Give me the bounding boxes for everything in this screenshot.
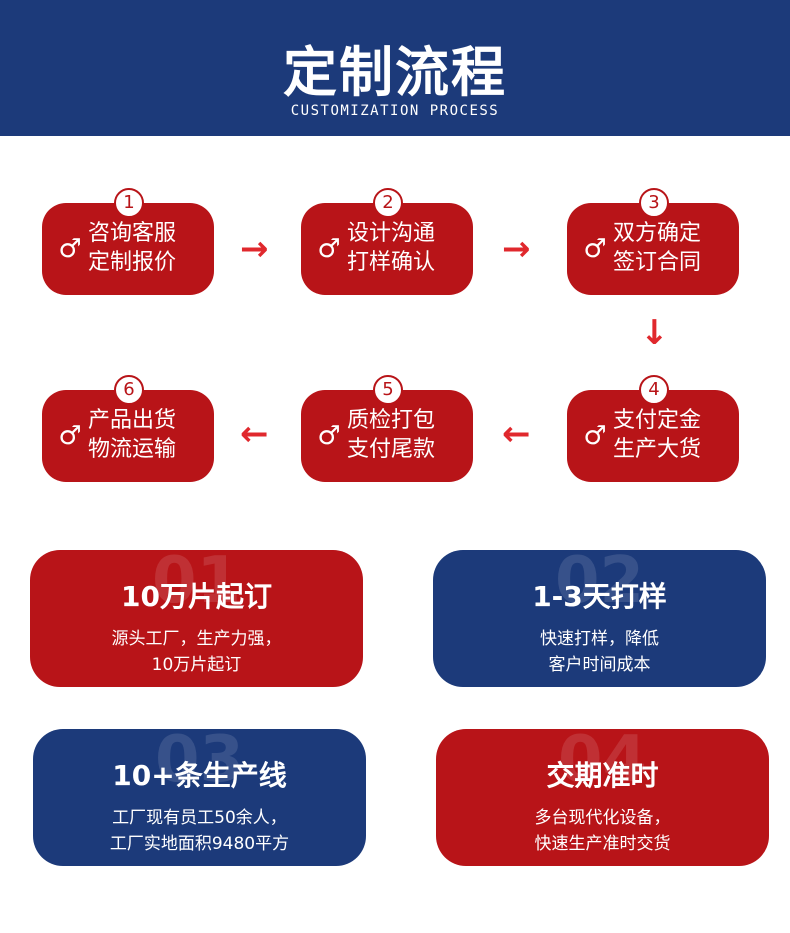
header-banner: 定制流程 CUSTOMIZATION PROCESS (0, 0, 790, 136)
card-desc-line-2: 10万片起订 (151, 655, 242, 675)
card-bg-number: 03 (154, 729, 245, 797)
arrow-right-icon: → (502, 229, 531, 269)
step-line-1: 质检打包 (347, 408, 436, 433)
card-bg-number: 01 (151, 550, 242, 618)
feature-card-2: 02 1-3天打样 快速打样，降低 客户时间成本 (433, 550, 766, 687)
card-desc-line-2: 客户时间成本 (548, 655, 651, 675)
step-number-badge: 1 (114, 188, 144, 218)
step-line-1: 支付定金 (613, 408, 702, 433)
male-symbol-icon: ♂ (58, 421, 82, 451)
arrow-left-icon: ← (240, 414, 269, 454)
step-number-badge: 2 (373, 188, 403, 218)
page-title: 定制流程 (283, 41, 507, 104)
step-number-badge: 4 (639, 375, 669, 405)
step-number-badge: 3 (639, 188, 669, 218)
male-symbol-icon: ♂ (58, 234, 82, 264)
card-title: 1-3天打样 (532, 580, 667, 613)
male-symbol-icon: ♂ (583, 421, 607, 451)
process-step-5: 5 ♂ 质检打包 支付尾款 (301, 375, 473, 482)
card-desc-line-1: 多台现代化设备， (534, 808, 671, 828)
process-step-3: 3 ♂ 双方确定 签订合同 (567, 188, 739, 295)
card-desc-line-1: 工厂现有员工50余人， (112, 808, 287, 828)
card-bg-number: 04 (557, 729, 648, 797)
step-line-2: 定制报价 (88, 250, 177, 275)
arrow-down-icon: ↓ (640, 313, 669, 353)
card-desc-line-1: 源头工厂，生产力强， (111, 629, 282, 649)
step-line-1: 设计沟通 (347, 221, 436, 246)
card-desc-line-2: 快速生产准时交货 (534, 834, 671, 854)
card-title: 10+条生产线 (112, 759, 287, 792)
male-symbol-icon: ♂ (317, 234, 341, 264)
male-symbol-icon: ♂ (583, 234, 607, 264)
page-subtitle: CUSTOMIZATION PROCESS (290, 103, 500, 119)
feature-card-3: 03 10+条生产线 工厂现有员工50余人， 工厂实地面积9480平方 (33, 729, 366, 866)
card-desc-line-2: 工厂实地面积9480平方 (109, 834, 290, 854)
feature-card-4: 04 交期准时 多台现代化设备， 快速生产准时交货 (436, 729, 769, 866)
step-line-2: 生产大货 (613, 437, 702, 462)
card-desc-line-1: 快速打样，降低 (540, 629, 659, 649)
card-title: 10万片起订 (121, 580, 272, 613)
step-line-2: 物流运输 (88, 437, 177, 462)
step-line-2: 打样确认 (347, 250, 436, 275)
process-step-1: 1 ♂ 咨询客服 定制报价 (42, 188, 214, 295)
step-line-1: 双方确定 (613, 221, 702, 246)
step-line-1: 咨询客服 (88, 221, 177, 246)
process-step-6: 6 ♂ 产品出货 物流运输 (42, 375, 214, 482)
process-step-4: 4 ♂ 支付定金 生产大货 (567, 375, 739, 482)
step-line-2: 支付尾款 (347, 437, 436, 462)
step-line-1: 产品出货 (88, 408, 177, 433)
male-symbol-icon: ♂ (317, 421, 341, 451)
arrow-left-icon: ← (502, 414, 531, 454)
feature-card-1: 01 10万片起订 源头工厂，生产力强， 10万片起订 (30, 550, 363, 687)
card-title: 交期准时 (546, 759, 659, 792)
card-bg-number: 02 (554, 550, 645, 618)
step-line-2: 签订合同 (613, 250, 702, 275)
process-step-2: 2 ♂ 设计沟通 打样确认 (301, 188, 473, 295)
step-number-badge: 5 (373, 375, 403, 405)
arrow-right-icon: → (240, 229, 269, 269)
step-number-badge: 6 (114, 375, 144, 405)
